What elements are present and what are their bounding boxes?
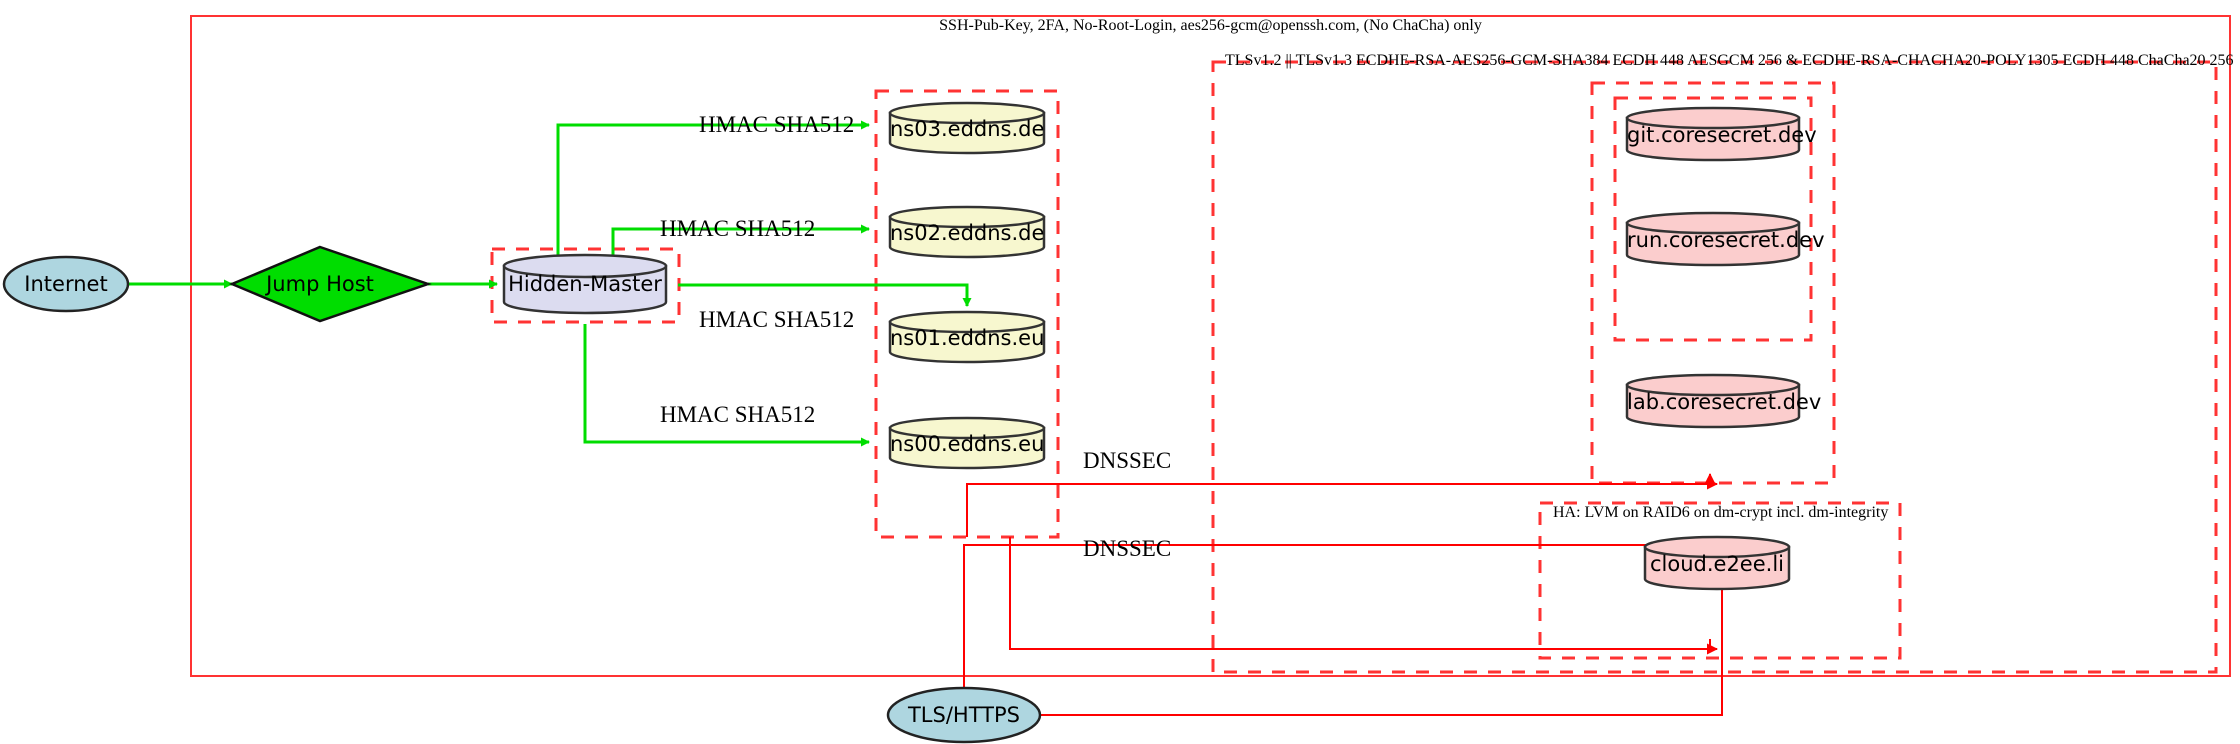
edge-master-ns02 xyxy=(611,224,870,262)
edge-master-ns01 xyxy=(678,283,972,307)
node-lab-coresecret[interactable] xyxy=(1625,373,1801,429)
cluster-tls-frame xyxy=(1211,60,2218,674)
node-hidden-master[interactable] xyxy=(502,253,668,315)
cluster-ssh-frame xyxy=(190,15,2231,677)
cluster-apps-inner-frame xyxy=(1613,96,1813,342)
node-ns02[interactable] xyxy=(888,205,1046,259)
node-internet[interactable] xyxy=(2,255,130,313)
node-cloud-e2ee[interactable] xyxy=(1643,535,1791,591)
edge-label-hmac-ns02: HMAC SHA512 xyxy=(660,216,816,241)
edge-master-ns03 xyxy=(556,120,870,262)
node-git-coresecret[interactable] xyxy=(1625,106,1801,162)
edge-tls-apps xyxy=(963,544,1717,690)
node-ns03[interactable] xyxy=(888,101,1046,155)
cluster-tls-label: TLSv1.2 || TLSv1.3 ECDHE-RSA-AES256-GCM-… xyxy=(1225,52,2234,69)
edge-master-ns00 xyxy=(583,324,870,447)
cluster-ha-label: HA: LVM on RAID6 on dm-crypt incl. dm-in… xyxy=(1553,504,1889,521)
node-ns01[interactable] xyxy=(888,310,1046,364)
cluster-apps-frame xyxy=(1590,81,1836,485)
edge-label-dnssec-apps: DNSSEC xyxy=(1083,448,1172,473)
edge-label-dnssec-ha: DNSSEC xyxy=(1083,536,1172,561)
edge-label-hmac-ns03: HMAC SHA512 xyxy=(699,112,855,137)
cluster-ha-frame xyxy=(1538,501,1902,660)
edge-label-hmac-ns01: HMAC SHA512 xyxy=(699,307,855,332)
cluster-dns-frame xyxy=(874,89,1060,539)
node-run-coresecret[interactable] xyxy=(1625,211,1801,267)
edge-label-hmac-ns00: HMAC SHA512 xyxy=(660,402,816,427)
node-jump-host[interactable] xyxy=(228,245,432,323)
node-tls-https[interactable] xyxy=(886,686,1042,744)
node-ns00[interactable] xyxy=(888,416,1046,470)
edge-tls-ha xyxy=(1040,545,1723,716)
cluster-ssh-label: SSH-Pub-Key, 2FA, No-Root-Login, aes256-… xyxy=(939,17,1482,34)
